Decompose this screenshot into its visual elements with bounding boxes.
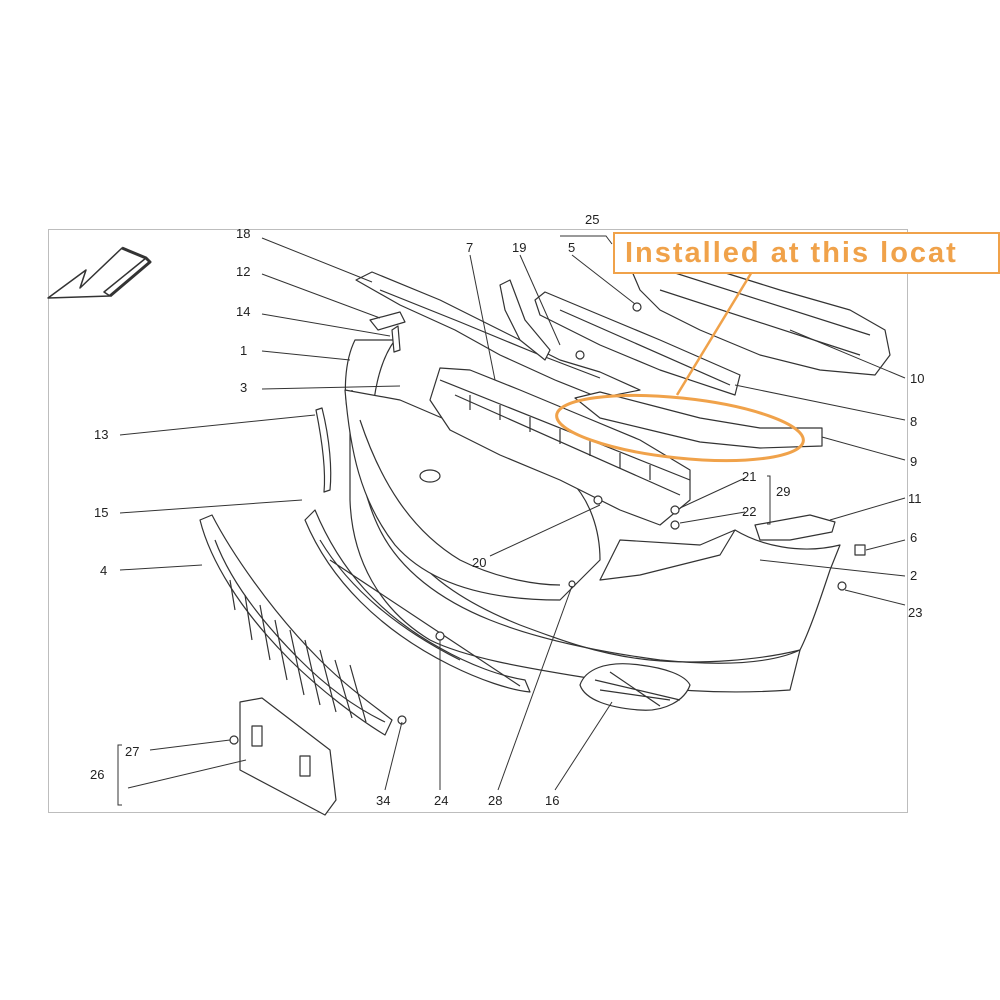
label-12: 12 xyxy=(236,264,250,279)
label-14: 14 xyxy=(236,304,250,319)
label-5: 5 xyxy=(568,240,575,255)
label-26: 26 xyxy=(90,767,104,782)
label-2: 2 xyxy=(910,568,917,583)
part-4-grille xyxy=(199,514,393,736)
label-22: 22 xyxy=(742,504,756,519)
label-8: 8 xyxy=(910,414,917,429)
part-14-bracket xyxy=(369,311,406,331)
label-18: 18 xyxy=(236,226,250,241)
label-11: 11 xyxy=(908,491,922,506)
label-21: 21 xyxy=(742,469,756,484)
label-3: 3 xyxy=(240,380,247,395)
callout-text: Installed at this locat xyxy=(625,237,958,269)
label-24: 24 xyxy=(434,793,448,808)
part-7-absorber xyxy=(429,367,691,526)
arrow-down-left-icon xyxy=(47,246,152,299)
label-19: 19 xyxy=(512,240,526,255)
part-8-crossbar xyxy=(534,291,741,396)
highlight-ellipse xyxy=(555,393,805,463)
label-4: 4 xyxy=(100,563,107,578)
part-3-grille-opening xyxy=(344,389,601,601)
label-10: 10 xyxy=(910,371,924,386)
label-20: 20 xyxy=(472,555,486,570)
label-9: 9 xyxy=(910,454,917,469)
label-34: 34 xyxy=(376,793,390,808)
diagram-frame xyxy=(48,229,908,813)
label-29: 29 xyxy=(776,484,790,499)
part-11-bracket xyxy=(754,514,836,541)
part-15-lower-grille xyxy=(304,509,531,693)
part-13-strip xyxy=(315,407,332,493)
label-15: 15 xyxy=(94,505,108,520)
emblem xyxy=(419,469,441,483)
installed-location-callout: Installed at this locat xyxy=(613,232,1000,274)
label-28: 28 xyxy=(488,793,502,808)
label-7: 7 xyxy=(466,240,473,255)
label-16: 16 xyxy=(545,793,559,808)
part-19-bracket xyxy=(499,279,551,361)
label-1: 1 xyxy=(240,343,247,358)
part-12-clip xyxy=(391,325,401,353)
part-26-license-plate-bracket xyxy=(239,697,337,816)
label-6: 6 xyxy=(910,530,917,545)
label-27: 27 xyxy=(125,744,139,759)
label-25: 25 xyxy=(585,212,599,227)
label-13: 13 xyxy=(94,427,108,442)
label-23: 23 xyxy=(908,605,922,620)
